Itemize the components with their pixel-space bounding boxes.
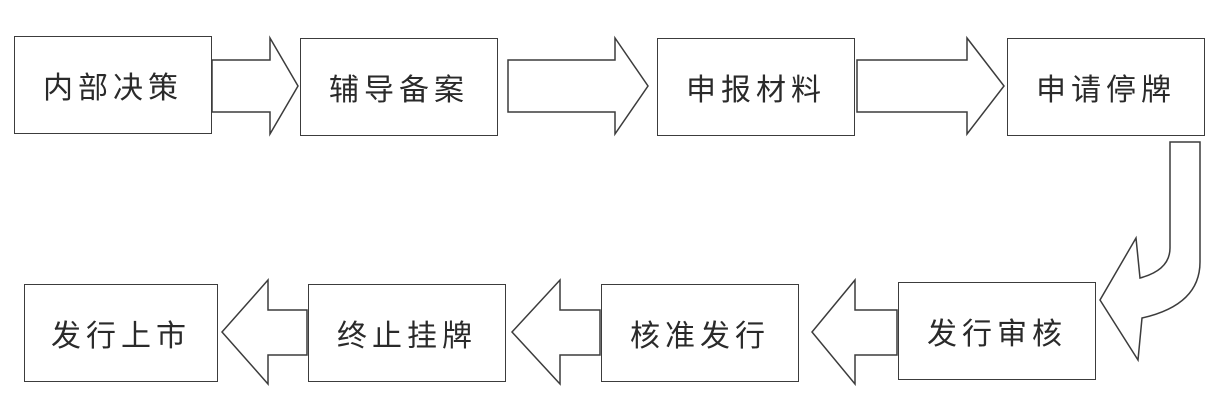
arrow-right-3 [856, 35, 1005, 137]
arrow-right-1 [211, 35, 299, 137]
arrow-left-3 [220, 278, 308, 386]
step-box-8: 发行上市 [24, 284, 218, 382]
step-label: 核准发行 [630, 319, 770, 354]
arrow-curve-down [1099, 141, 1201, 363]
step-label: 申请停牌 [1036, 73, 1176, 108]
step-label: 发行上市 [51, 319, 191, 354]
step-box-2: 辅导备案 [300, 38, 498, 136]
step-box-1: 内部决策 [14, 36, 212, 134]
step-box-7: 终止挂牌 [308, 284, 506, 382]
step-box-6: 核准发行 [601, 284, 799, 382]
step-label: 辅导备案 [329, 73, 469, 108]
step-box-4: 申请停牌 [1007, 38, 1205, 136]
step-label: 发行审核 [927, 317, 1067, 352]
step-label: 申报材料 [686, 73, 826, 108]
arrow-left-2 [510, 278, 601, 386]
arrow-left-1 [811, 277, 898, 387]
step-label: 内部决策 [43, 71, 183, 106]
step-box-3: 申报材料 [657, 38, 855, 136]
step-label: 终止挂牌 [337, 319, 477, 354]
arrow-right-2 [507, 35, 649, 137]
step-box-5: 发行审核 [898, 282, 1096, 380]
